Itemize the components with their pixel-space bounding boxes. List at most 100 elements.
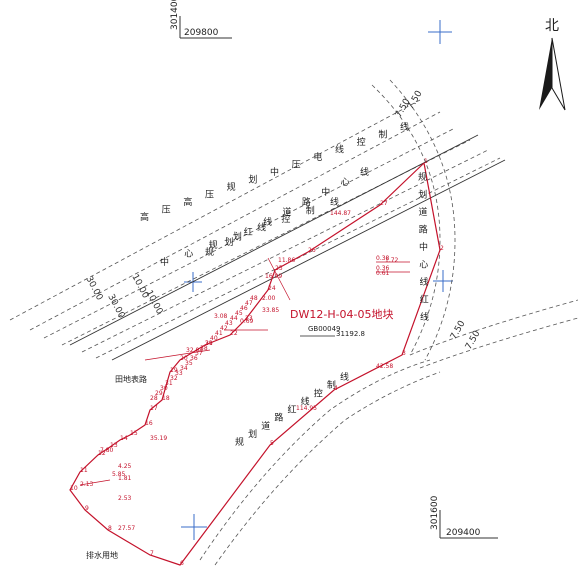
parcel-area: 31192.8 <box>336 330 365 338</box>
road-char: 心 <box>419 260 428 271</box>
north-label: 北 <box>545 18 559 34</box>
point-label: 29 <box>155 390 163 397</box>
coord-top-x: 209800 <box>184 28 219 38</box>
coord-bottom-x: 209400 <box>446 528 481 538</box>
road-edge-lines <box>69 134 506 361</box>
point-label: 2 <box>440 245 444 252</box>
dimension-label: 0.38 <box>376 255 390 262</box>
dimension-label: 33.85 <box>262 307 279 314</box>
corridor-char: 高 <box>140 211 149 223</box>
dimension-lines <box>79 257 410 486</box>
point-label: 27 <box>380 200 388 207</box>
dimension-label: 144.87 <box>330 210 351 217</box>
dimension-label: 4.25 <box>118 463 132 470</box>
point-label: 4 <box>334 385 338 392</box>
road-char: 划 <box>224 236 233 248</box>
point-label: 6 <box>180 560 184 567</box>
road-width-label: 7.50 <box>449 319 468 342</box>
point-label: 7 <box>150 550 154 557</box>
point-label: 5 <box>270 440 274 447</box>
dimension-label: 2.00 <box>262 295 276 302</box>
dimension-label: 42.58 <box>376 363 393 370</box>
parcel-id: DW12-H-04-05地块 <box>290 308 394 321</box>
lower-char: 规 <box>209 240 218 251</box>
dimension-label: 5.85 <box>112 471 126 478</box>
field-land-label: 田地表路 <box>115 374 147 384</box>
point-label: 36 <box>190 355 198 362</box>
corridor-char: 划 <box>248 174 257 186</box>
road-char: 路 <box>274 412 283 424</box>
point-label: 18 <box>162 395 170 402</box>
road-char: 划 <box>248 428 257 440</box>
point-label: 12 <box>98 450 106 457</box>
point-label: 24 <box>268 285 276 292</box>
dimension-labels: 144.8716.9911.8632.043.0833.8542.58114.9… <box>80 210 399 532</box>
dimension-label: 32.04 <box>186 347 203 354</box>
road-width-label: 30.00 <box>105 293 126 321</box>
road-char: 心 <box>341 177 350 188</box>
point-label: 30 <box>160 385 168 392</box>
road-char: 红 <box>420 294 429 306</box>
point-label: 15 <box>130 430 138 437</box>
point-label: 20 <box>180 355 188 362</box>
road-width-label: 30.00 <box>83 275 104 303</box>
point-label: 16 <box>145 420 153 427</box>
point-label: 42 <box>220 325 228 332</box>
point-label: 10 <box>70 485 78 492</box>
point-label: 28 <box>150 395 158 402</box>
road-char: 红 <box>288 404 297 416</box>
point-label: 19 <box>170 367 178 374</box>
corridor-char: 压 <box>162 205 171 216</box>
dimension-label: 11.86 <box>278 257 295 264</box>
road-char: 控 <box>314 387 323 399</box>
north-arrow-icon <box>539 37 566 111</box>
corridor-char: 制 <box>378 129 387 141</box>
corridor-char: 电 <box>313 151 322 163</box>
point-label: 37 <box>195 350 203 357</box>
point-label: 23 <box>245 315 253 322</box>
point-label: 41 <box>215 330 223 337</box>
point-label: 32 <box>170 375 178 382</box>
road-char: 道 <box>261 420 270 432</box>
road-char: 线 <box>360 166 369 178</box>
coord-mark-bottom: 209400 301600 <box>430 495 498 539</box>
road-char: 划 <box>418 189 427 201</box>
point-label: 39 <box>205 340 213 347</box>
point-label: 34 <box>180 365 188 372</box>
road-char: 线 <box>340 371 349 383</box>
road-width-label: 7.50 <box>464 329 483 352</box>
point-label: 33 <box>175 370 183 377</box>
point-label: 45 <box>235 310 243 317</box>
road-char: 规 <box>418 172 427 183</box>
lower-char: 控 <box>281 213 290 225</box>
point-label: 1 <box>424 158 428 165</box>
point-label: 26 <box>308 247 316 254</box>
dimension-label: 27.57 <box>118 525 135 532</box>
point-label: 31 <box>165 380 173 387</box>
lower-char: 线 <box>257 222 266 234</box>
corridor-char: 线 <box>400 121 409 133</box>
right-road-lines <box>199 79 578 566</box>
corridor-char: 线 <box>335 144 344 156</box>
point-label: 13 <box>110 442 118 449</box>
corridor-char: 中 <box>270 166 279 178</box>
parcel-code: GB00049 <box>308 325 341 333</box>
point-label: 38 <box>200 345 208 352</box>
road-char: 中 <box>419 241 428 253</box>
corridor-char: 压 <box>292 160 301 171</box>
point-label: 44 <box>230 315 238 322</box>
road-char: 规 <box>205 247 214 258</box>
point-label: 17 <box>150 405 158 412</box>
dimension-label: 0.69 <box>240 318 254 325</box>
lower-char: 心 <box>184 248 193 259</box>
point-label: 8 <box>108 525 112 532</box>
road-char: 制 <box>327 379 336 391</box>
road-char: 路 <box>419 224 428 236</box>
road-char: 线 <box>420 311 429 323</box>
road-char: 道 <box>283 206 292 218</box>
road-width-label: 7.50 <box>406 89 425 112</box>
dimension-label: 0.61 <box>376 270 390 277</box>
road-char: 规 <box>235 437 244 448</box>
coord-top-y: 301400 <box>170 0 180 30</box>
corridor-char: 控 <box>357 136 366 148</box>
